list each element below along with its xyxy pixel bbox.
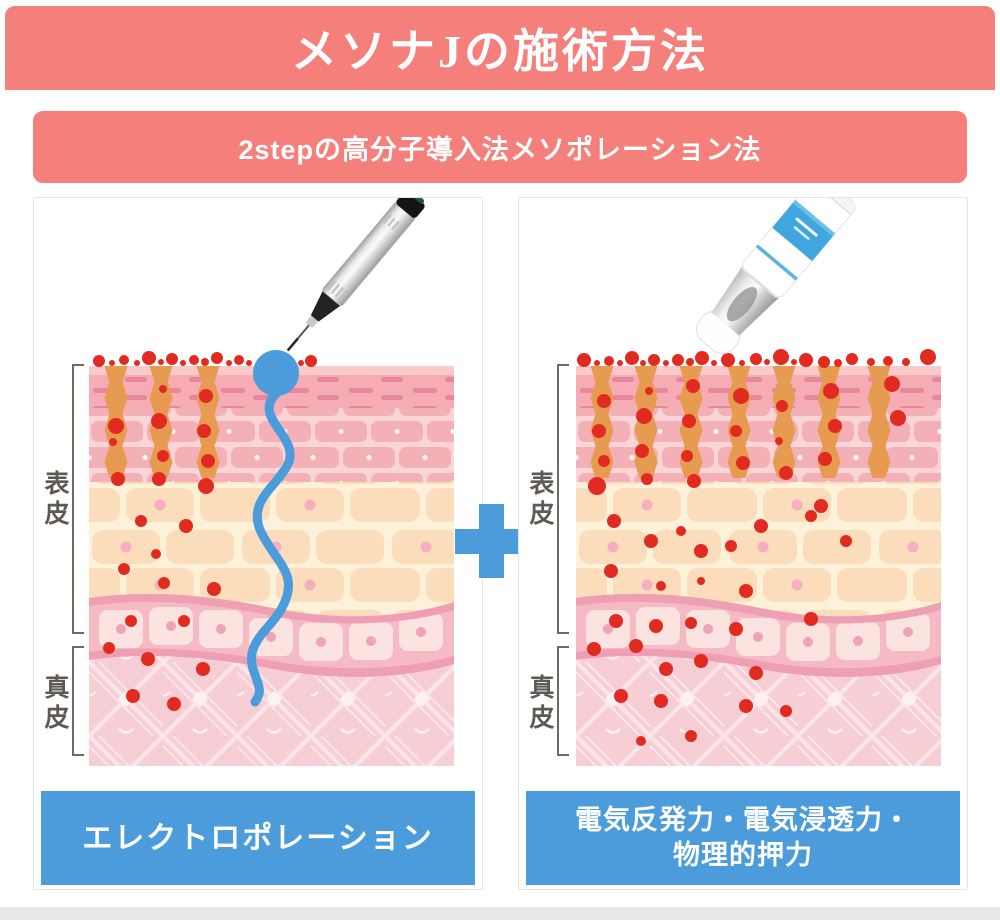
drug-dots [577,349,936,746]
page-title-banner: メソナJの施術方法 [5,6,995,90]
skin-layers [576,349,941,766]
needle-pen-device [286,198,425,352]
caption-electroporation: エレクトロポレーション [41,791,475,885]
caption-electric-forces: 電気反発力・電気浸透力・ 物理的押力 [526,791,960,885]
drug-dots [93,351,317,711]
dermis-bracket [72,646,84,756]
panel-electric-forces: 表皮 真皮 電気反発力・電気浸透力・ 物理的押力 [518,197,968,890]
panel-electroporation: 表皮 真皮 エレクトロポレーション [33,197,483,890]
electroporation-wave [247,350,299,707]
penetration-channels [590,366,891,478]
caption-line: 電気反発力・電気浸透力・ [575,804,911,835]
page-title: メソナJの施術方法 [291,26,709,77]
panel-illustration-0 [34,198,482,889]
dermis-label: 真皮 [41,674,69,734]
subtitle-text: 2stepの高分子導入法メソポレーション法 [238,134,762,165]
dermis-label: 真皮 [526,674,554,734]
skin-illustration [89,198,454,766]
skin-layers [89,350,454,766]
epidermis-bracket [72,364,84,634]
subtitle-banner: 2stepの高分子導入法メソポレーション法 [33,111,967,183]
epidermis-label: 表皮 [41,470,69,530]
caption-line: エレクトロポレーション [82,821,434,855]
page-bottom-strip [0,907,1000,920]
epidermis-bracket [557,364,569,634]
skin-illustration [576,198,941,766]
plus-icon [455,504,527,578]
meso-handpiece-device [695,198,857,355]
dermis-bracket [557,646,569,756]
panel-illustration-1 [519,198,967,889]
caption-line: 物理的押力 [673,840,813,870]
epidermis-label: 表皮 [526,470,554,530]
